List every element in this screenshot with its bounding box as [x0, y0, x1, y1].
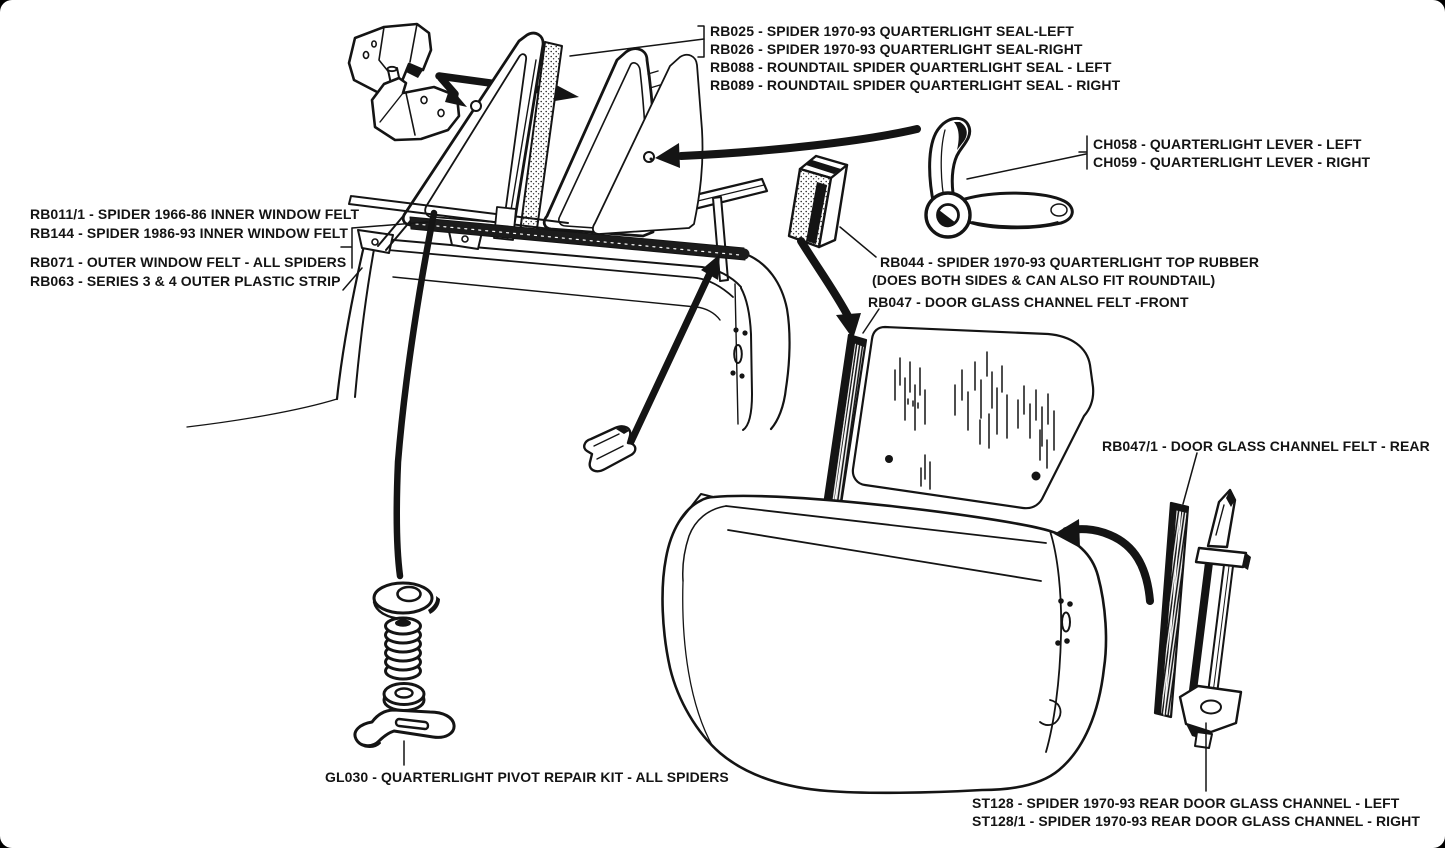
label-channel-felt-front: RB047 - DOOR GLASS CHANNEL FELT -FRONT — [868, 293, 1189, 311]
glass-reflection-strokes — [894, 351, 1055, 490]
label-line: CH058 - QUARTERLIGHT LEVER - LEFT — [1093, 136, 1362, 152]
pivot-kit-cam-icon — [372, 581, 440, 621]
label-pivot-repair-kit: GL030 - QUARTERLIGHT PIVOT REPAIR KIT - … — [325, 768, 729, 786]
lever-group-leader — [966, 153, 1087, 180]
rear-door-panel-icon — [661, 493, 1108, 795]
felt-group-bracket — [340, 227, 363, 291]
label-channel-felt-rear: RB047/1 - DOOR GLASS CHANNEL FELT - REAR — [1102, 437, 1430, 455]
channel-felt-front-leader — [862, 308, 880, 334]
retaining-clip-icon — [583, 254, 720, 473]
label-line: ST128/1 - SPIDER 1970-93 REAR DOOR GLASS… — [972, 813, 1420, 829]
label-line: CH059 - QUARTERLIGHT LEVER - RIGHT — [1093, 154, 1371, 170]
door-glass-icon — [851, 325, 1095, 510]
label-leader-lines — [340, 25, 1207, 792]
label-line: ST128 - SPIDER 1970-93 REAR DOOR GLASS C… — [972, 795, 1400, 811]
label-line: RB025 - SPIDER 1970-93 QUARTERLIGHT SEAL… — [710, 23, 1074, 39]
label-inner-window-felt: RB011/1 - SPIDER 1966-86 INNER WINDOW FE… — [30, 205, 359, 243]
quarterlight-glass-icon — [592, 53, 704, 235]
lever-group-bracket — [1078, 135, 1088, 170]
label-line: RB089 - ROUNDTAIL SPIDER QUARTERLIGHT SE… — [710, 77, 1121, 93]
label-line: RB047/1 - DOOR GLASS CHANNEL FELT - REAR — [1102, 438, 1430, 454]
top-rubber-leader — [839, 226, 877, 258]
label-quarterlight-top-rubber: RB044 - SPIDER 1970-93 QUARTERLIGHT TOP … — [872, 253, 1259, 289]
label-rear-glass-channels: ST128 - SPIDER 1970-93 REAR DOOR GLASS C… — [972, 794, 1420, 830]
window-felt-strip-icon — [409, 216, 750, 261]
label-line: RB026 - SPIDER 1970-93 QUARTERLIGHT SEAL… — [710, 41, 1083, 57]
label-line: RB063 - SERIES 3 & 4 OUTER PLASTIC STRIP — [30, 273, 341, 289]
rear-channel-flow-arrow — [1054, 519, 1154, 605]
seal-group-leader — [569, 38, 705, 57]
pivot-kit-washer-icon — [382, 682, 426, 712]
pivot-kit-spring-icon — [384, 616, 422, 681]
label-line: RB144 - SPIDER 1986-93 INNER WINDOW FELT — [30, 225, 349, 241]
rear-glass-channel-icon — [1178, 488, 1251, 749]
channel-felt-rear-icon — [1153, 501, 1190, 719]
label-quarterlight-seals: RB025 - SPIDER 1970-93 QUARTERLIGHT SEAL… — [710, 22, 1120, 94]
label-line: RB011/1 - SPIDER 1966-86 INNER WINDOW FE… — [30, 206, 360, 222]
quarterlight-top-rubber-icon — [787, 154, 849, 249]
label-line: GL030 - QUARTERLIGHT PIVOT REPAIR KIT - … — [325, 769, 729, 785]
label-line: (DOES BOTH SIDES & CAN ALSO FIT ROUNDTAI… — [872, 272, 1216, 288]
quarterlight-hinge-lower-icon — [370, 65, 461, 142]
pivot-kit-leader-curve — [393, 209, 438, 580]
channel-felt-front-icon — [821, 333, 868, 519]
quarterlight-lever-icon — [924, 116, 1074, 239]
label-line: RB047 - DOOR GLASS CHANNEL FELT -FRONT — [868, 294, 1189, 310]
pivot-kit-hook-plate-icon — [353, 708, 456, 748]
label-outer-window-felt: RB071 - OUTER WINDOW FELT - ALL SPIDERS … — [30, 253, 346, 291]
label-quarterlight-levers: CH058 - QUARTERLIGHT LEVER - LEFT CH059 … — [1093, 135, 1370, 171]
felt-group-leader — [351, 221, 429, 229]
label-line: RB071 - OUTER WINDOW FELT - ALL SPIDERS — [30, 254, 347, 270]
lever-pointer-arrow — [655, 125, 921, 168]
top-rubber-flow-arrow — [797, 237, 861, 339]
channel-felt-rear-leader — [1182, 452, 1198, 505]
label-line: RB088 - ROUNDTAIL SPIDER QUARTERLIGHT SE… — [710, 59, 1112, 75]
label-line: RB044 - SPIDER 1970-93 QUARTERLIGHT TOP … — [880, 254, 1260, 270]
seal-group-bracket — [697, 25, 705, 58]
